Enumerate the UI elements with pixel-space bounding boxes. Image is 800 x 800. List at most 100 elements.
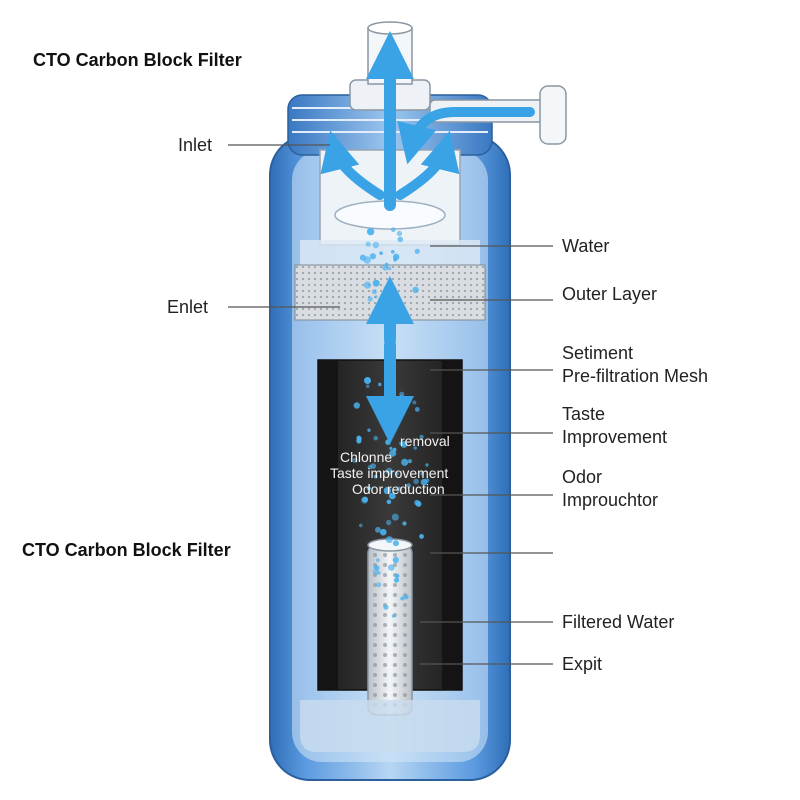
water-bubble	[424, 478, 430, 483]
water-bubble	[396, 230, 403, 237]
inner-text-taste: Taste improvement	[330, 465, 448, 481]
label-taste-line2: Improvement	[562, 427, 667, 447]
water-bubble	[401, 402, 408, 409]
water-bubble	[393, 577, 400, 583]
water-bubble	[389, 446, 393, 450]
label-sediment-line2: Pre-filtration Mesh	[562, 366, 708, 386]
water-bubble	[415, 501, 422, 507]
inner-text-chlorine: Chlonne	[340, 449, 392, 465]
water-bubble	[420, 472, 424, 476]
water-bubble	[353, 402, 360, 409]
water-bubble	[377, 571, 381, 575]
water-bubble	[376, 558, 380, 562]
inner-text-odor: Odor reduction	[352, 481, 445, 497]
water-bubble	[372, 279, 380, 287]
flow-arrows	[320, 30, 535, 444]
water-bubble	[386, 519, 392, 526]
water-bubble	[414, 248, 420, 254]
water-bubble	[401, 458, 409, 466]
water-bubble	[388, 564, 395, 571]
water-bubble	[387, 266, 392, 271]
water-bubble	[393, 258, 397, 262]
water-bubble	[385, 467, 393, 475]
water-bubble	[407, 459, 412, 464]
water-bubble	[385, 536, 393, 544]
water-bubble	[356, 435, 362, 441]
water-bubble	[412, 286, 419, 294]
water-bubble	[389, 492, 396, 500]
water-bubble	[394, 471, 399, 476]
water-bubble	[384, 287, 391, 294]
curve-arrow-right	[395, 130, 460, 200]
water-bubble	[419, 534, 424, 539]
water-bubble	[366, 227, 375, 236]
label-taste-line1: Taste	[562, 404, 605, 424]
label-exit: Expit	[562, 654, 602, 674]
water-bubble	[359, 254, 366, 261]
inlet-arrow	[397, 107, 535, 165]
water-bubble	[399, 394, 404, 399]
water-bubble	[394, 573, 400, 579]
water-bubble	[382, 264, 389, 271]
water-bubble	[425, 463, 429, 467]
water-bubble	[367, 296, 373, 302]
water-bubble	[380, 528, 387, 536]
water-bubble	[413, 446, 418, 450]
water-bubble	[412, 400, 417, 405]
water-bubble	[389, 449, 397, 457]
water-bubble	[391, 227, 396, 232]
water-bubble	[373, 435, 379, 441]
water-bubble	[376, 582, 382, 588]
water-bubble	[413, 478, 419, 485]
water-bubble	[403, 594, 409, 600]
water-bubble	[391, 614, 396, 618]
label-sediment-line1: Setiment	[562, 343, 633, 363]
water-bubble	[364, 377, 371, 384]
water-bubble	[372, 241, 379, 249]
label-water: Water	[562, 236, 609, 256]
water-bubble	[352, 457, 358, 463]
water-bubble	[363, 281, 372, 289]
water-bubble	[371, 289, 377, 295]
water-bubble	[365, 241, 371, 247]
water-bubble	[397, 236, 404, 243]
housing-bottom	[300, 700, 480, 752]
water-bubble	[400, 596, 405, 601]
water-bubble	[374, 565, 380, 571]
water-bubble	[366, 486, 371, 491]
water-bubble	[373, 474, 378, 479]
water-bubble	[383, 486, 392, 495]
water-bubble	[419, 434, 424, 439]
water-bubble	[374, 295, 378, 299]
curve-arrow-left	[320, 130, 385, 200]
water-bubble	[414, 407, 420, 412]
water-bubble	[369, 253, 376, 260]
water-bubble	[406, 483, 411, 488]
label-odor-line1: Odor	[562, 467, 602, 487]
label-filtered-water: Filtered Water	[562, 612, 674, 632]
water-bubble	[385, 439, 391, 446]
inner-text-removal: removal	[400, 433, 450, 449]
water-bubble	[392, 556, 399, 564]
water-bubble	[367, 428, 371, 432]
label-inlet: Inlet	[178, 135, 212, 155]
water-bubble	[379, 251, 383, 255]
label-enlet: Enlet	[167, 297, 208, 317]
label-outer-layer: Outer Layer	[562, 284, 657, 304]
title-bottom: CTO Carbon Block Filter	[22, 540, 231, 560]
label-odor-line2: Improuchtor	[562, 490, 658, 510]
title-top: CTO Carbon Block Filter	[33, 50, 242, 70]
water-bubble	[378, 382, 382, 387]
water-bubble	[375, 526, 381, 533]
water-bubble	[365, 384, 370, 389]
water-bubble	[402, 521, 407, 526]
water-bubble	[362, 496, 368, 503]
water-bubble	[370, 463, 377, 469]
water-bubble	[383, 604, 389, 610]
water-bubble	[386, 499, 392, 505]
inner-core-tube	[367, 538, 413, 716]
water-bubble	[396, 486, 402, 492]
water-bubble	[359, 523, 363, 528]
water-bubble	[391, 513, 399, 521]
